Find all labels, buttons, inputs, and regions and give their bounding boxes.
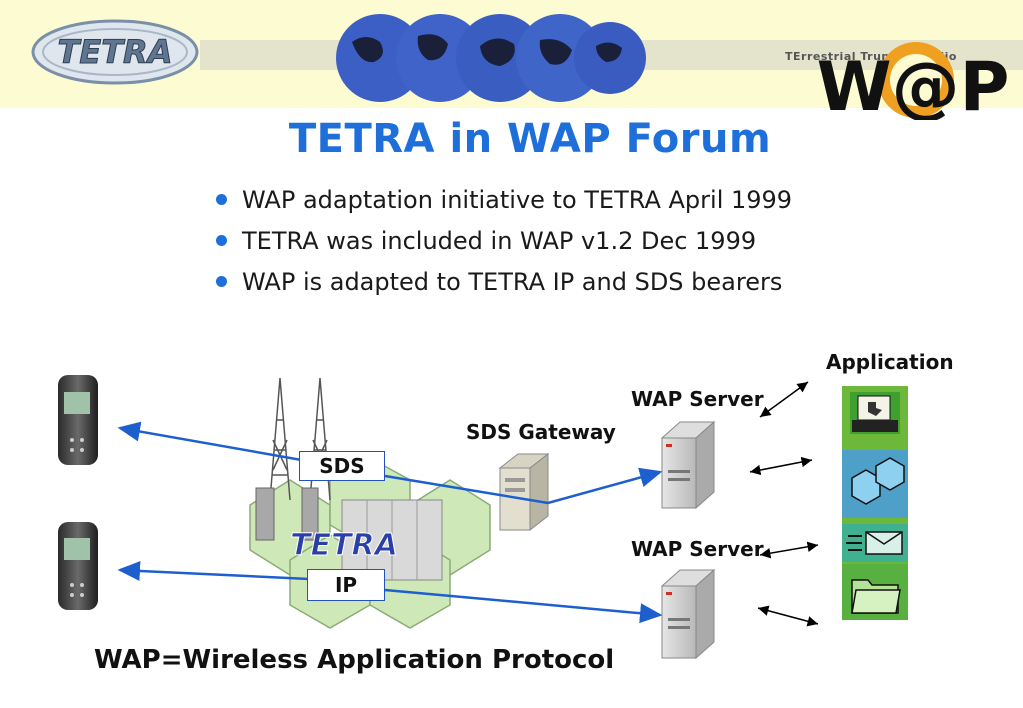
bullet-item: TETRA was included in WAP v1.2 Dec 1999 [212, 225, 792, 266]
sds-gateway-label: SDS Gateway [466, 420, 616, 444]
wap-server-top-label: WAP Server [631, 387, 764, 411]
bullet-dot-icon [216, 194, 227, 205]
application-label: Application [826, 350, 954, 374]
wap-logo-text: W@P [818, 48, 1008, 120]
sds-path [117, 421, 663, 505]
bullet-list: WAP adaptation initiative to TETRA April… [212, 184, 792, 307]
server-application-links [749, 381, 819, 627]
header-banner: TETRA TErrestrial TrunkEd RAdio W@P [0, 0, 1023, 120]
ip-path [117, 560, 663, 624]
tetra-logo-text: TETRA [58, 33, 173, 71]
tetra-network-logo: TETRA [290, 528, 398, 563]
bullet-item: WAP is adapted to TETRA IP and SDS beare… [212, 266, 792, 307]
page-title: TETRA in WAP Forum [288, 116, 772, 162]
folder-icon [842, 564, 908, 620]
tetra-switch-equipment [255, 487, 443, 581]
radio-tower-icon [309, 377, 331, 501]
fax-icon [850, 392, 900, 434]
mail-icon [842, 524, 908, 562]
sds-bearer-label: SDS [299, 451, 385, 481]
tetra-logo: TETRA [31, 19, 199, 85]
bullet-dot-icon [216, 276, 227, 287]
wap-logo: W@P [818, 42, 1008, 120]
mobile-phone-icon [58, 375, 98, 465]
mobile-phone-icon [58, 522, 98, 610]
bullet-text: WAP adaptation initiative to TETRA April… [242, 186, 793, 214]
gateway-icon [498, 452, 550, 532]
server-icon [660, 568, 716, 660]
bullet-item: WAP adaptation initiative to TETRA April… [212, 184, 792, 225]
bullet-text: WAP is adapted to TETRA IP and SDS beare… [242, 268, 783, 296]
application-icons [842, 386, 908, 620]
globes-graphic [336, 14, 646, 102]
bullet-dot-icon [216, 235, 227, 246]
boxes-icon [842, 450, 908, 518]
footer-definition: WAP=Wireless Application Protocol [94, 645, 615, 675]
bullet-text: TETRA was included in WAP v1.2 Dec 1999 [242, 227, 757, 255]
wap-server-bottom-label: WAP Server [631, 537, 764, 561]
ip-bearer-label: IP [307, 569, 385, 601]
server-icon [660, 420, 716, 510]
